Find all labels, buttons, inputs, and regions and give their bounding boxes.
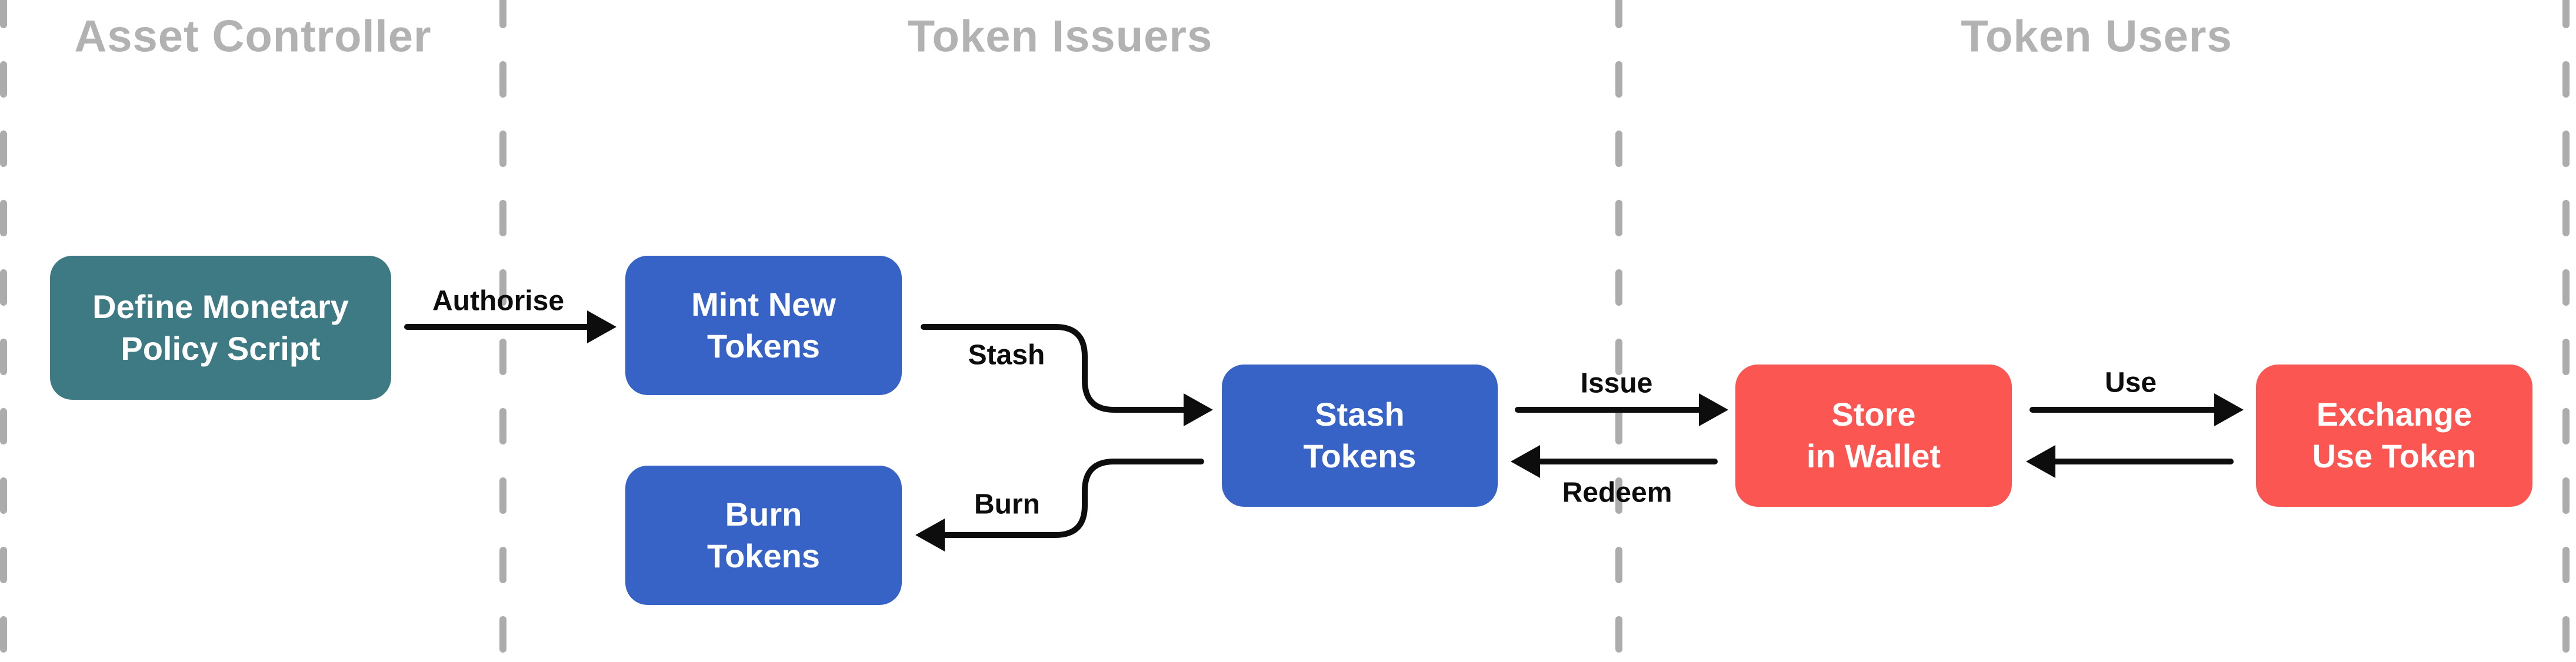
node-label-line: Tokens	[707, 327, 820, 365]
edge-burn-arrowhead	[915, 519, 945, 551]
node-stash-tokens: Stash Tokens	[1222, 365, 1498, 507]
edge-label-stash: Stash	[968, 339, 1045, 371]
section-title-token-users: Token Users	[1961, 11, 2232, 62]
node-label-line: Policy Script	[121, 329, 321, 367]
edge-stash-arrowhead	[1184, 393, 1213, 426]
node-label-line: Tokens	[1303, 437, 1417, 474]
node-label-line: Define Monetary	[92, 287, 349, 325]
node-label-line: Mint New	[691, 285, 836, 323]
node-label-line: in Wallet	[1806, 437, 1941, 474]
node-mint-new-tokens: Mint New Tokens	[625, 256, 902, 395]
node-exchange-use-token: Exchange Use Token	[2256, 365, 2532, 507]
node-burn-tokens: Burn Tokens	[625, 466, 902, 605]
edge-redeem-arrowhead	[1511, 445, 1540, 478]
node-define-monetary-policy-script: Define Monetary Policy Script	[50, 256, 391, 400]
edge-authorise-arrowhead	[587, 310, 616, 343]
node-label-line: Tokens	[707, 537, 820, 574]
edge-issue-arrowhead	[1699, 393, 1728, 426]
section-title-asset-controller: Asset Controller	[74, 11, 432, 62]
node-store-in-wallet: Store in Wallet	[1735, 365, 2012, 507]
edge-burn-line	[939, 459, 1204, 538]
node-label-line: Stash	[1315, 396, 1405, 433]
edge-label-authorise: Authorise	[432, 285, 565, 317]
edge-label-redeem: Redeem	[1562, 477, 1672, 509]
edge-label-use: Use	[2104, 367, 2157, 399]
edge-label-burn: Burn	[974, 489, 1040, 520]
node-label-line: Burn	[725, 495, 802, 533]
edge-return-arrowhead	[2026, 445, 2055, 478]
node-label-line: Store	[1831, 396, 1916, 433]
section-title-token-issuers: Token Issuers	[907, 11, 1213, 62]
node-label-line: Exchange	[2316, 396, 2472, 433]
edge-use-arrowhead	[2214, 393, 2244, 426]
edge-stash-line	[921, 324, 1189, 413]
node-label-line: Use Token	[2312, 437, 2477, 474]
edge-label-issue: Issue	[1580, 367, 1653, 399]
